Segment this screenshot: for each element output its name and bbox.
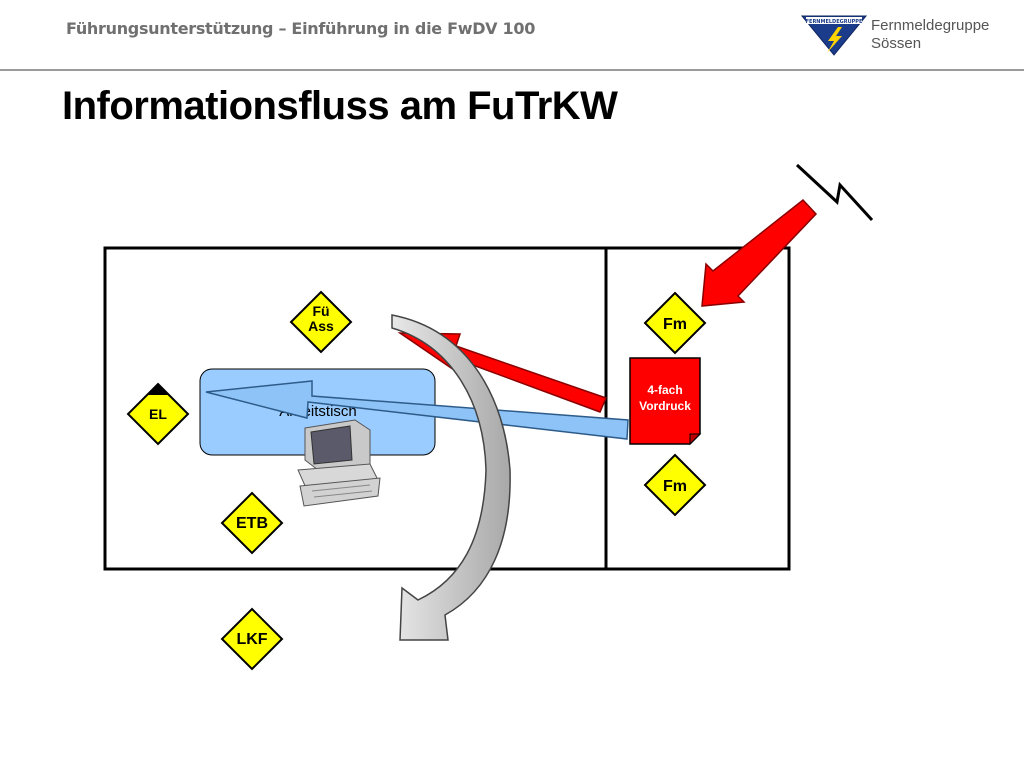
fue-ass-sign: Fü Ass	[289, 290, 353, 354]
etb-label: ETB	[236, 515, 268, 532]
fm-top-label: Fm	[663, 316, 687, 333]
fm-sign-bottom: Fm	[643, 453, 707, 517]
radio-signal-icon	[795, 163, 874, 222]
fue-ass-label-line1: Fü	[312, 303, 329, 319]
fue-ass-label-line2: Ass	[308, 318, 334, 334]
form-label-line1: 4-fach	[647, 383, 682, 397]
gray-curved-arrow	[391, 314, 511, 641]
lkf-label: LKF	[236, 631, 267, 648]
four-copy-form: 4-fach Vordruck	[629, 357, 702, 446]
form-label-line2: Vordruck	[639, 399, 691, 413]
page-title: Informationsfluss am FuTrKW	[62, 84, 618, 128]
header-subtitle: Führungsunterstützung – Einführung in di…	[66, 19, 536, 38]
header-divider	[0, 69, 1024, 71]
lkf-sign: LKF	[220, 607, 284, 671]
org-name-line1: Fernmeldegruppe	[871, 17, 990, 34]
logo-text: FERNMELDEGRUPPE	[806, 19, 863, 25]
fm-bottom-label: Fm	[663, 478, 687, 495]
el-sign: EL	[126, 382, 190, 446]
etb-sign: ETB	[220, 491, 284, 555]
vehicle-radio-compartment	[604, 246, 791, 571]
fernmeldegruppe-logo: FERNMELDEGRUPPE	[800, 13, 868, 62]
red-arrow-incoming-radio	[701, 198, 818, 307]
computer-icon	[297, 419, 381, 507]
org-name: Fernmeldegruppe Sössen	[871, 17, 989, 53]
fm-sign-top: Fm	[643, 291, 707, 355]
el-label: EL	[149, 406, 167, 422]
org-name-line2: Sössen	[871, 35, 922, 52]
blue-arrow-form-to-table	[205, 380, 629, 440]
